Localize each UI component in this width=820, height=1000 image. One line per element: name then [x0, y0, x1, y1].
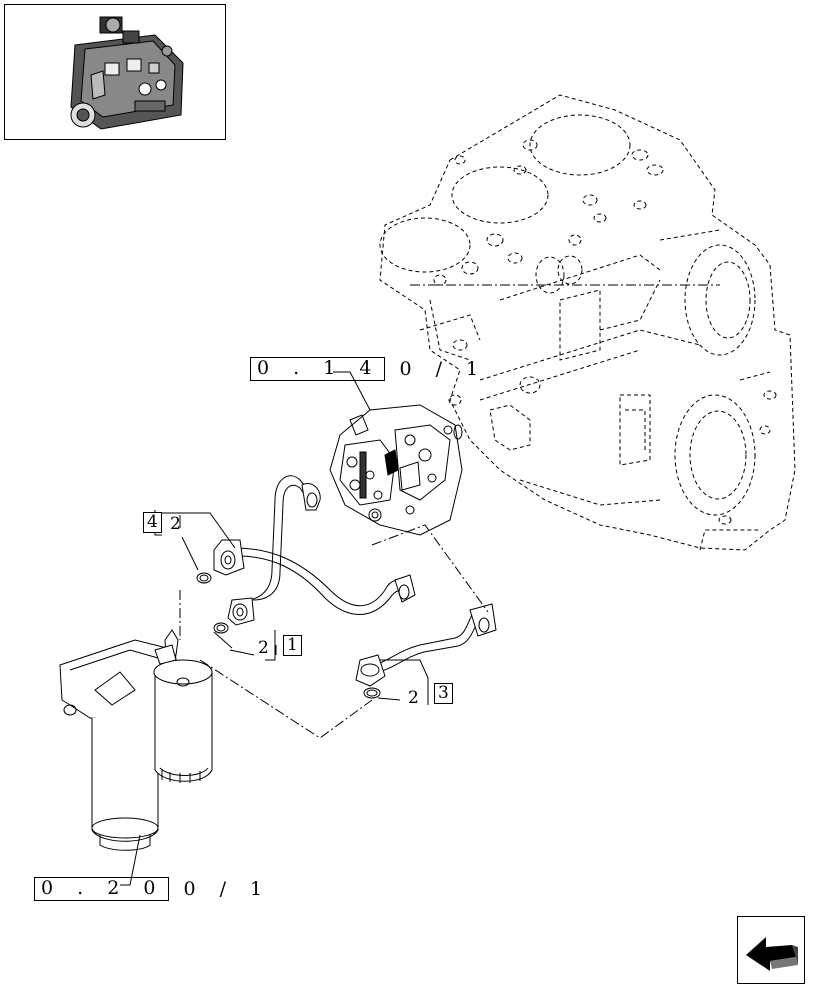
item-4-callout[interactable]: 4 [143, 512, 162, 533]
connection-lines [179, 284, 720, 739]
filter-reference-label: 0 . 2 0 0 / 1 [34, 877, 271, 901]
pump-reference-link[interactable]: 0 . 1 4 [250, 357, 386, 381]
next-page-arrow-icon [746, 937, 798, 971]
pump-reference-label: 0 . 1 4 0 / 1 [250, 357, 487, 381]
engine-block [379, 94, 796, 551]
pump-reference-page: 0 / 1 [399, 357, 488, 380]
fuel-pipe-1 [213, 475, 416, 626]
engine-overview-icon [70, 16, 184, 130]
o-ring-a [196, 572, 212, 584]
next-page-button[interactable] [737, 916, 805, 984]
o-ring-b [213, 622, 229, 634]
engine-thumbnail[interactable] [4, 4, 226, 140]
item-1-callout[interactable]: 1 [283, 635, 302, 656]
fuel-pipe-3 [355, 603, 497, 687]
item-3-quantity: 2 [408, 688, 419, 708]
o-ring-c [363, 687, 381, 699]
item-4-quantity: 2 [170, 514, 181, 534]
leader-lines [120, 371, 429, 886]
filter-reference-link[interactable]: 0 . 2 0 [34, 877, 170, 901]
high-pressure-pump [329, 404, 463, 536]
item-3-callout[interactable]: 3 [434, 683, 453, 704]
filter-reference-page: 0 / 1 [183, 877, 272, 900]
item-1-quantity: 2 [258, 638, 269, 658]
fuel-filter-assembly [59, 629, 213, 851]
